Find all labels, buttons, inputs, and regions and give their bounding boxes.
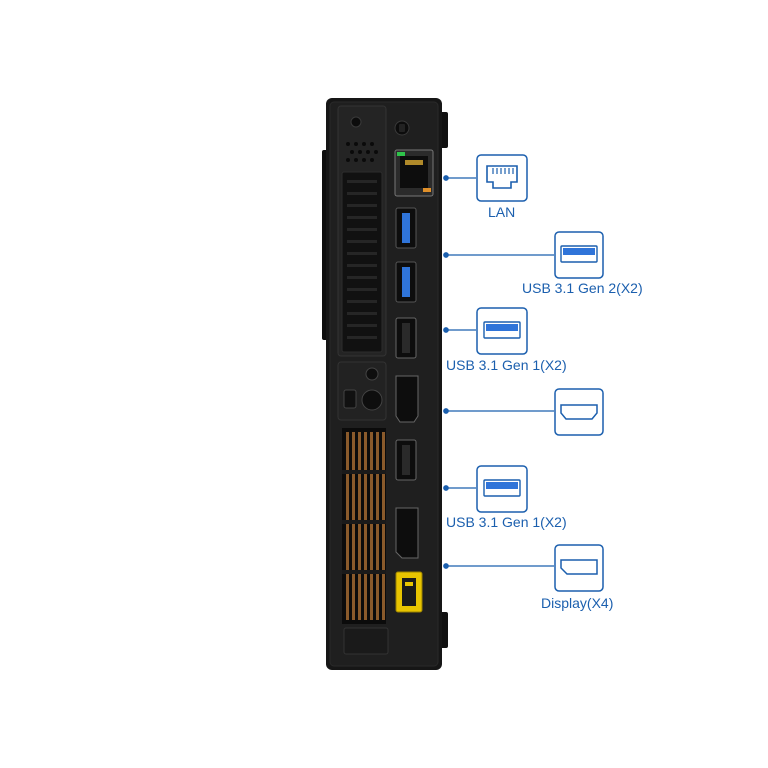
display-label: Display(X4): [541, 595, 614, 611]
usb-gen1-ports-upper: [395, 317, 417, 359]
callout-lines: [443, 175, 554, 569]
hdmi-port: [395, 375, 419, 423]
power-port: [395, 571, 423, 613]
usb-port-icon: [554, 231, 604, 279]
hdmi-port-icon: [554, 388, 604, 436]
usb-gen1-upper-label: USB 3.1 Gen 1(X2): [446, 357, 567, 373]
vent-dots: [346, 142, 378, 162]
displayport-icon: [554, 544, 604, 592]
vent-grille: [342, 428, 386, 624]
usb-port-icon: [476, 307, 528, 355]
displayport: [395, 507, 419, 559]
usb-gen1-lower-label: USB 3.1 Gen 1(X2): [446, 514, 567, 530]
ethernet-port: [394, 149, 434, 197]
usb-gen2-ports: [395, 207, 417, 303]
usb-gen1-ports-lower: [395, 439, 417, 481]
mini-pc-rear-panel: [322, 98, 448, 670]
usb-gen2-label: USB 3.1 Gen 2(X2): [522, 280, 643, 296]
lan-label: LAN: [488, 204, 516, 220]
usb-port-icon: [476, 465, 528, 513]
ethernet-port-icon: [476, 154, 528, 202]
